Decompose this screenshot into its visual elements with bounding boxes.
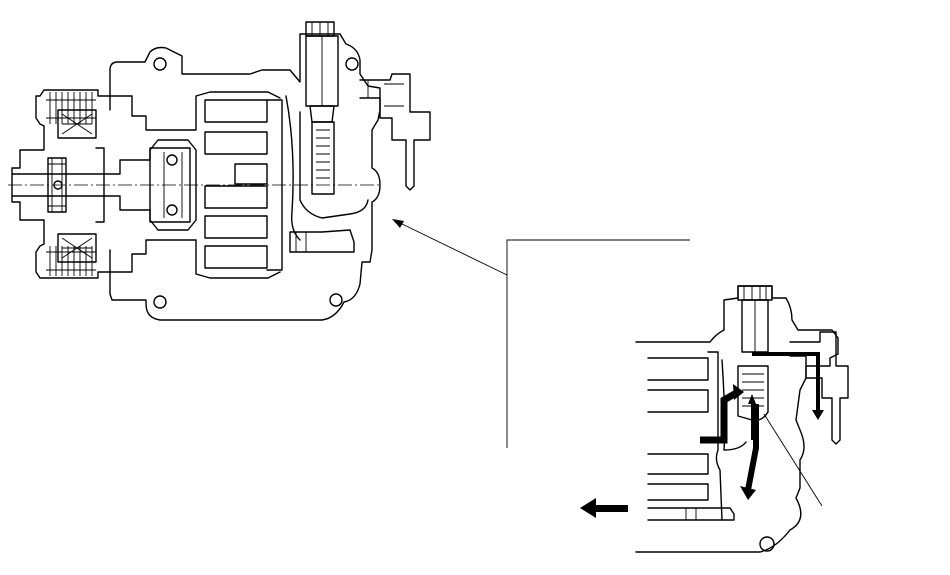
hub-detail <box>158 147 188 223</box>
cylinder-bores <box>204 99 268 269</box>
flow-arrow-inlet <box>700 384 744 444</box>
front-bearing <box>47 157 67 213</box>
rear-head-passage <box>299 111 369 219</box>
rear-bolt-detail <box>295 232 307 252</box>
coil-hatch-top <box>61 113 93 135</box>
bearing-detail <box>48 158 66 212</box>
detail-rear-bolt <box>647 507 735 521</box>
compressor-cross-section <box>8 21 431 321</box>
clutch-coil-top <box>57 109 97 139</box>
flow-arrow-outlet <box>580 498 628 518</box>
coil-hatch-bottom <box>61 237 93 259</box>
detail-passage <box>721 359 747 451</box>
rear-head-wall <box>285 95 301 241</box>
rear-bolt <box>289 229 355 253</box>
shaft-seal <box>95 147 105 223</box>
flow-arrow-top <box>752 352 824 420</box>
mount-hole-top-right <box>345 57 359 71</box>
flow-arrow-down <box>740 404 759 500</box>
control-valve-main <box>305 21 339 195</box>
detail-housing <box>635 285 839 553</box>
leader-to-valve-port <box>763 413 823 507</box>
valve-plate <box>266 99 283 271</box>
detail-bolt-threads <box>743 286 767 300</box>
detail-mount-hole <box>759 536 775 552</box>
mount-hole-top-left <box>153 57 167 71</box>
bearing-ball <box>53 180 63 190</box>
drive-shaft <box>11 147 191 223</box>
connector-detail <box>367 80 404 107</box>
pulley-grooves-top <box>46 92 96 124</box>
hub-pin-top <box>166 154 178 166</box>
housing-outline <box>109 33 381 321</box>
mount-hole-bottom-left <box>153 295 167 309</box>
detail-bellows <box>742 373 764 407</box>
detail-bolt-detail <box>685 508 697 520</box>
detail-cylinder-bores <box>647 357 709 501</box>
swash-hub <box>149 139 197 231</box>
solenoid-connector <box>359 73 431 191</box>
detail-top-bolt <box>737 285 773 301</box>
clutch-coil-bottom <box>57 233 97 263</box>
inner-wall-top <box>109 91 281 131</box>
hub-pin-bottom <box>166 204 178 216</box>
inner-wall-bottom <box>109 239 281 279</box>
detail-valve-plate <box>707 351 723 521</box>
flow-arrow-up <box>748 394 756 440</box>
control-valve-detail <box>580 285 849 553</box>
leader-to-main-view <box>392 219 690 448</box>
mount-hole-bottom-right <box>329 293 343 307</box>
front-nose <box>11 89 111 279</box>
pulley-grooves-bottom <box>46 246 96 276</box>
